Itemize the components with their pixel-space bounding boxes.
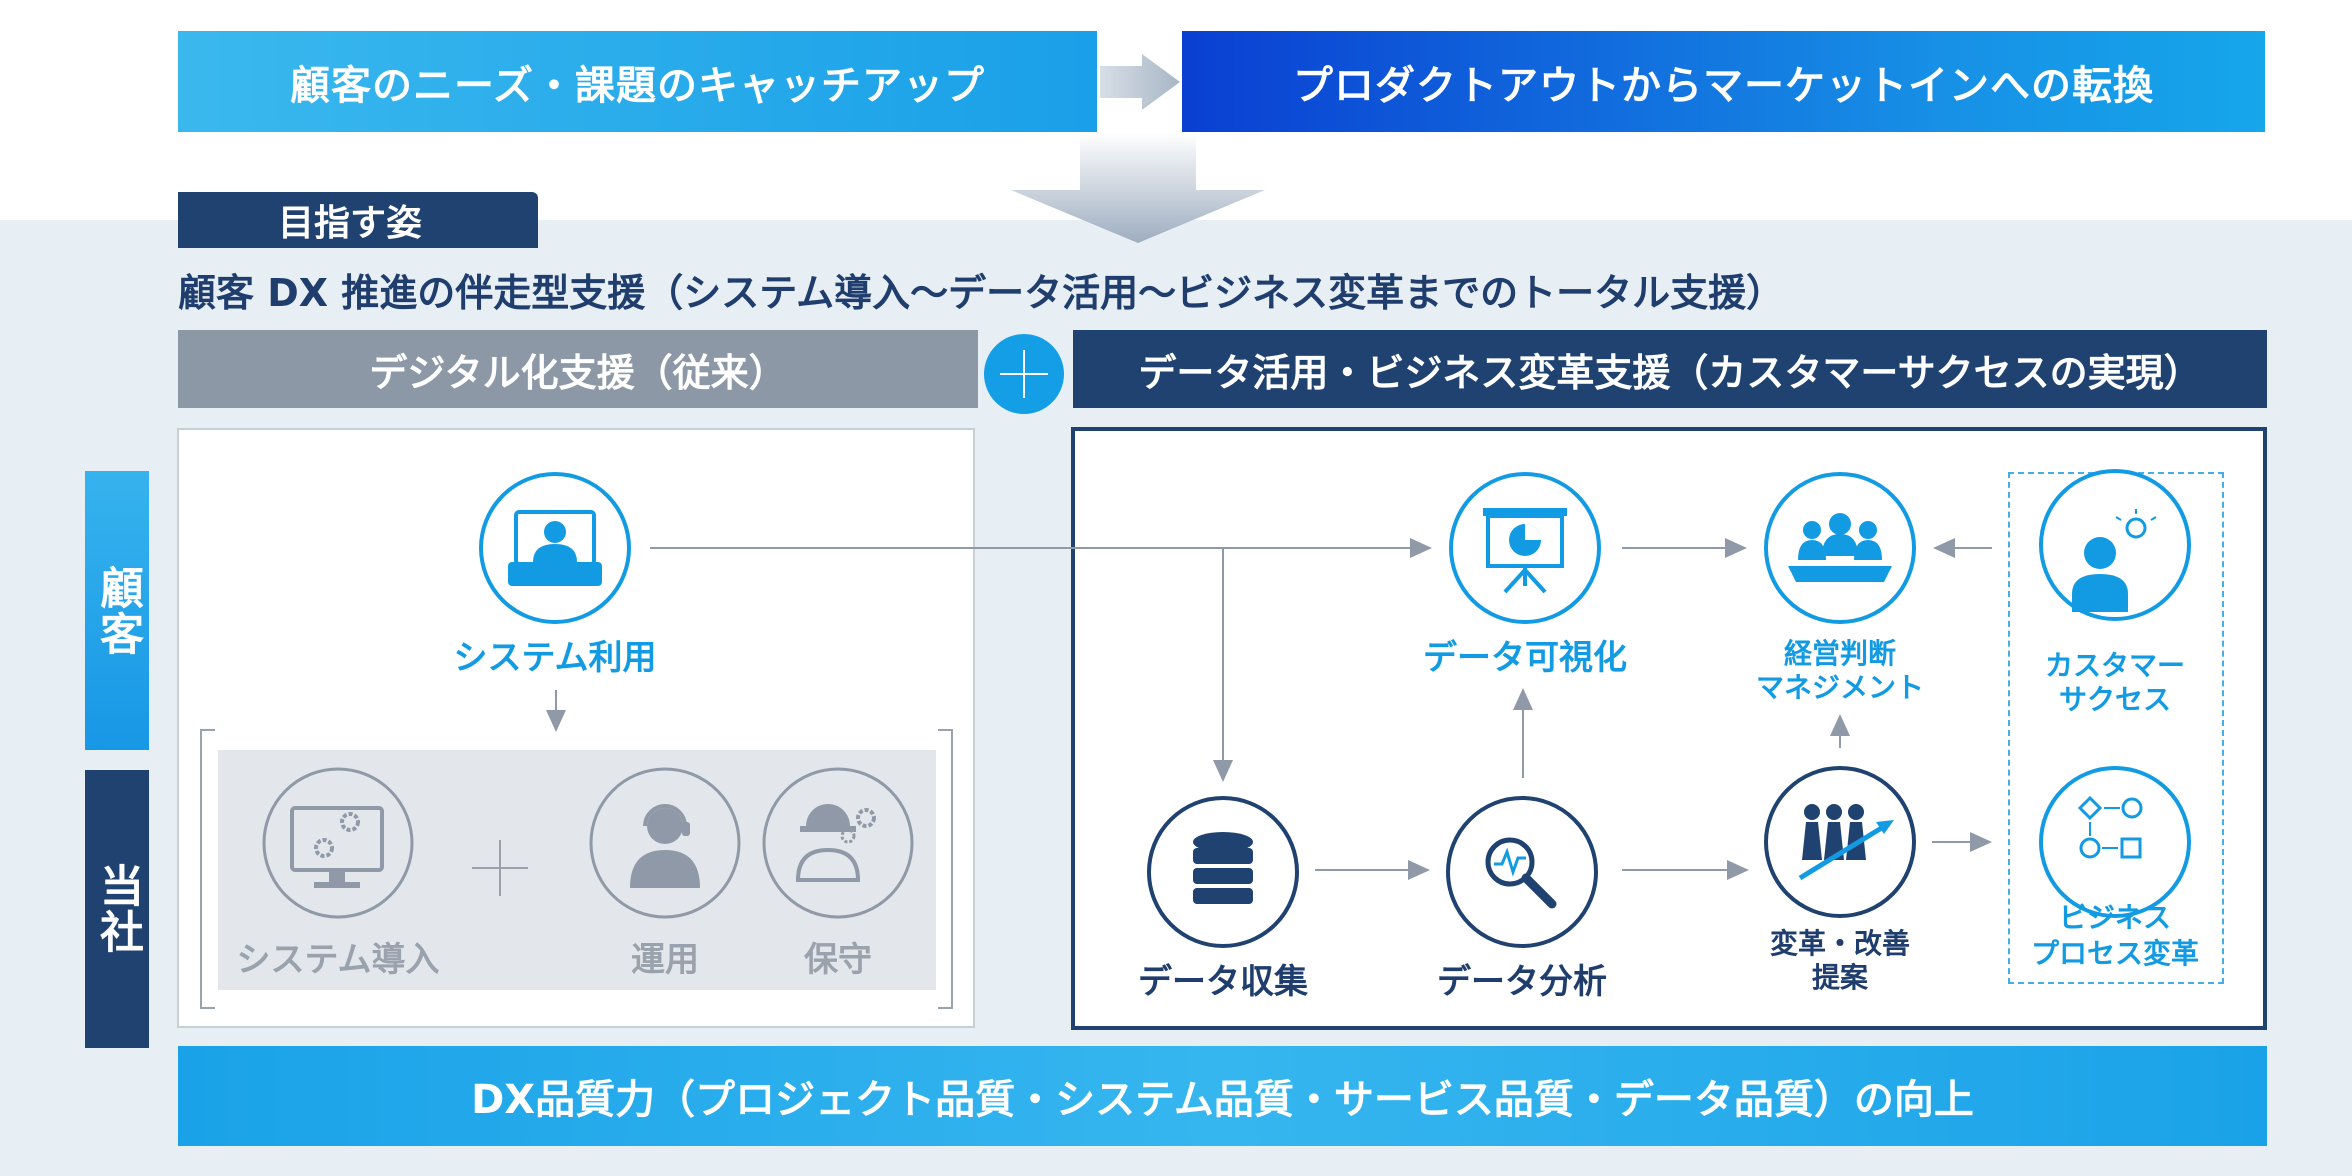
plus-icon-services bbox=[472, 840, 528, 896]
label-operation: 運用 bbox=[631, 940, 699, 980]
aim-heading: 顧客 DX 推進の伴走型支援（システム導入〜データ活用〜ビジネス変革までのトータ… bbox=[178, 271, 1785, 315]
label-management-2: マネジメント bbox=[1755, 671, 1925, 704]
label-management-1: 経営判断 bbox=[1783, 637, 1897, 670]
system-use-icon bbox=[479, 472, 631, 624]
banner-market-in: プロダクトアウトからマーケットインへの転換 bbox=[1182, 31, 2265, 132]
bracket-left bbox=[200, 729, 215, 1009]
bracket-right bbox=[938, 729, 953, 1009]
down-arrow-icon bbox=[1011, 132, 1265, 243]
label-business-process-2: プロセス変革 bbox=[2030, 937, 2200, 970]
label-maintenance: 保守 bbox=[804, 940, 872, 980]
data-visualization-icon bbox=[1449, 472, 1601, 624]
label-proposal-1: 変革・改善 bbox=[1769, 927, 1911, 960]
bottom-quality-bar: DX品質力（プロジェクト品質・システム品質・サービス品質・データ品質）の向上 bbox=[178, 1046, 2267, 1146]
customer-success-icon bbox=[2039, 469, 2191, 621]
proposal-growth-icon bbox=[1764, 766, 1916, 918]
label-data-collection: データ収集 bbox=[1138, 962, 1308, 1002]
header-data-business: データ活用・ビジネス変革支援（カスタマーサクセスの実現） bbox=[1073, 330, 2267, 408]
side-label-company: 当社 bbox=[85, 770, 149, 1048]
label-proposal-2: 提案 bbox=[1811, 961, 1869, 994]
header-digitalization: デジタル化支援（従来） bbox=[178, 330, 978, 408]
label-customer-success-2: サクセス bbox=[2058, 683, 2172, 716]
label-data-visualization: データ可視化 bbox=[1423, 638, 1627, 678]
database-icon bbox=[1147, 796, 1299, 948]
business-process-icon bbox=[2039, 766, 2191, 918]
label-customer-success-1: カスタマー bbox=[2044, 649, 2186, 682]
aim-tag: 目指す姿 bbox=[178, 192, 538, 248]
label-business-process-1: ビジネス bbox=[2058, 901, 2172, 934]
plus-circle bbox=[984, 334, 1064, 414]
side-label-customer: 顧客 bbox=[85, 471, 149, 750]
label-data-analysis: データ分析 bbox=[1437, 962, 1607, 1002]
banner-customer-needs: 顧客のニーズ・課題のキャッチアップ bbox=[178, 31, 1097, 132]
plus-icon bbox=[1000, 350, 1048, 398]
data-analysis-icon bbox=[1446, 796, 1598, 948]
label-system-install: システム導入 bbox=[236, 940, 440, 980]
right-arrow-icon bbox=[1100, 54, 1180, 110]
management-meeting-icon bbox=[1764, 472, 1916, 624]
system-install-icon bbox=[262, 767, 414, 919]
operation-headset-icon bbox=[589, 767, 741, 919]
maintenance-icon bbox=[762, 767, 914, 919]
label-system-use: システム利用 bbox=[453, 638, 657, 678]
